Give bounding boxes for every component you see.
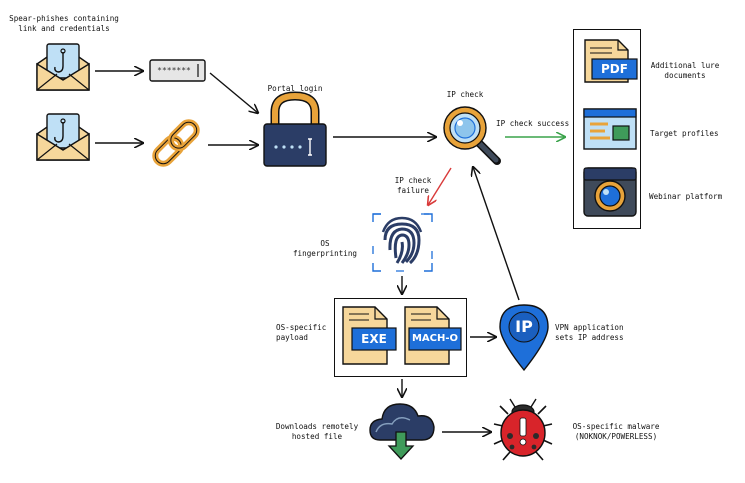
payload-box xyxy=(334,298,467,377)
webinar-platform-label: Webinar platform xyxy=(649,192,723,201)
ip-check-label: IP check xyxy=(446,90,484,99)
ip-check-failure-label: IP check failure xyxy=(388,176,438,195)
vpn-application-label: VPN application sets IP address xyxy=(555,323,624,342)
os-fingerprinting-label: OS fingerprinting xyxy=(290,239,360,258)
downloads-label: Downloads remotely hosted file xyxy=(272,422,362,441)
exe-document-icon xyxy=(342,306,397,365)
additional-lure-line1: Additional lure xyxy=(650,61,720,70)
additional-lure-line2: documents xyxy=(664,70,706,80)
chain-link-icon xyxy=(152,119,200,167)
os-payload-line1: OS-specific xyxy=(276,323,327,332)
cloud-download-icon xyxy=(369,403,435,460)
padlock-icon xyxy=(263,91,327,167)
lure-resources-box xyxy=(573,29,641,229)
location-pin-icon xyxy=(499,304,549,372)
os-malware-line1: OS-specific malware xyxy=(572,422,660,431)
password-mask-text: ******* xyxy=(157,66,191,75)
macho-badge: MACH-O xyxy=(411,333,459,344)
os-fingerprinting-line2: fingerprinting xyxy=(292,248,357,258)
portal-login-label: Portal login xyxy=(267,84,323,93)
macho-document-icon xyxy=(404,306,462,365)
downloads-line1: Downloads remotely xyxy=(275,422,359,431)
os-specific-payload-label: OS-specific payload xyxy=(276,323,326,342)
profile-card-icon xyxy=(583,108,637,150)
ip-check-success-label: IP check success xyxy=(496,119,570,128)
downloads-line2: hosted file xyxy=(291,431,343,441)
fingerprint-icon xyxy=(372,213,433,272)
spear-phishes-line2: link and credentials xyxy=(18,23,110,33)
os-malware-line2: (NOKNOK/POWERLESS) xyxy=(574,431,658,441)
target-profiles-label: Target profiles xyxy=(650,129,719,138)
email-icon xyxy=(36,43,90,91)
os-fingerprinting-line1: OS xyxy=(320,239,330,248)
vpn-line1: VPN application xyxy=(555,323,624,332)
spear-phishes-label: Spear-phishes containing link and creden… xyxy=(8,14,120,33)
vpn-line2: sets IP address xyxy=(555,332,624,342)
password-field-icon xyxy=(149,59,206,82)
os-payload-line2: payload xyxy=(276,332,309,342)
spear-phishes-line1: Spear-phishes containing xyxy=(9,14,119,23)
webcam-icon xyxy=(583,167,637,217)
os-malware-label: OS-specific malware (NOKNOK/POWERLESS) xyxy=(566,422,666,441)
pdf-badge: PDF xyxy=(601,62,628,76)
email-icon xyxy=(36,113,90,161)
pdf-document-icon xyxy=(584,39,638,83)
additional-lure-label: Additional lure documents xyxy=(646,61,724,80)
ip-check-failure-line2: failure xyxy=(396,185,429,195)
exe-badge: EXE xyxy=(361,332,387,346)
magnifier-icon xyxy=(443,106,501,165)
malware-bug-icon xyxy=(493,398,553,461)
ip-pin-text: IP xyxy=(515,317,533,336)
ip-check-failure-line1: IP check xyxy=(394,176,432,185)
